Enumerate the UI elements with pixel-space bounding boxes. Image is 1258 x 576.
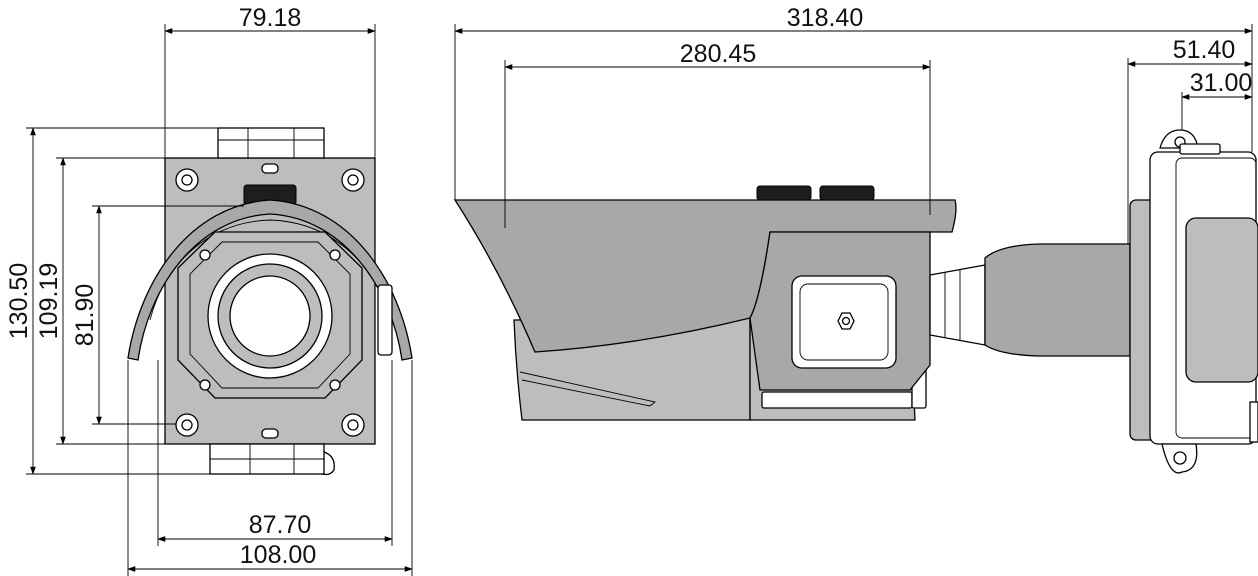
side-knob-2 (819, 185, 875, 201)
dim-side-mount-depth: 31.00 (1190, 69, 1253, 97)
dim-lens-height: 81.90 (71, 284, 99, 347)
dim-front-top-width: 79.18 (239, 4, 302, 32)
arm-joint (929, 264, 986, 346)
arm (984, 243, 1131, 357)
corner-screws (175, 168, 365, 437)
dim-side-total-length: 318.40 (787, 4, 863, 32)
front-top-bracket (217, 127, 325, 159)
side-view: 318.40 280.45 51.40 31.00 (453, 4, 1258, 474)
dim-total-height: 130.50 (5, 263, 33, 339)
dim-front-outer-width: 108.00 (240, 541, 316, 569)
side-sunshield (453, 199, 957, 353)
dim-mid-height: 109.19 (35, 263, 63, 339)
side-knob-1 (756, 185, 812, 201)
lens-inner (229, 275, 311, 357)
mount-plate (1185, 217, 1258, 383)
sunshield-arc (127, 199, 413, 361)
front-view: 79.18 130.50 109.19 81.90 87.70 108.00 (5, 4, 413, 576)
dim-side-hood-length: 280.45 (680, 40, 756, 68)
dim-side-bracket-depth: 51.40 (1173, 36, 1236, 64)
dim-front-inner-width: 87.70 (249, 511, 312, 539)
